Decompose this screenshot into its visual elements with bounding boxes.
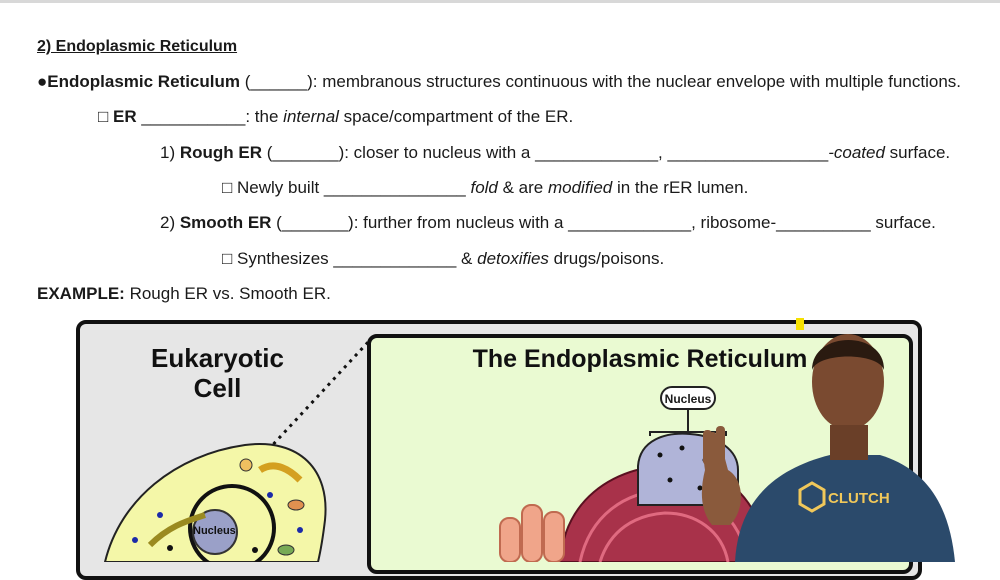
shirt-logo-text: CLUTCH — [828, 490, 890, 507]
mitochondrion — [287, 499, 305, 511]
blank: _____________ — [333, 249, 457, 268]
text: drugs/poisons. — [548, 249, 665, 268]
presenter-hair — [812, 340, 885, 370]
eukaryotic-cell-illustration — [103, 443, 327, 562]
blank: (_______) — [262, 143, 345, 162]
checkbox-glyph: □ — [222, 249, 237, 268]
emphasis-coated: -coated — [828, 143, 885, 162]
golgi — [258, 462, 303, 483]
ribosome-dot — [252, 547, 258, 553]
example-text: Rough ER vs. Smooth ER. — [124, 284, 331, 303]
section-title: 2) Endoplasmic Reticulum — [37, 38, 238, 55]
text: surface. — [870, 213, 936, 232]
notes-line-smooth-er-sub: □ Synthesizes _____________ & detoxifies… — [222, 249, 664, 269]
blank: (______) — [239, 72, 313, 91]
example-label: EXAMPLE: — [37, 284, 125, 303]
ribosome-dot — [267, 492, 273, 498]
presenter-neck — [830, 425, 868, 460]
bullet: ● — [37, 72, 48, 91]
text: , ribosome- — [691, 213, 777, 232]
text: : further from nucleus with a — [353, 213, 569, 232]
presenter-shirt — [735, 455, 955, 562]
text: surface. — [884, 143, 951, 162]
smooth-er-tubules — [499, 504, 565, 562]
blank: __________ — [776, 213, 871, 232]
blank: _____________ — [535, 143, 659, 162]
text: space/compartment of the ER. — [338, 107, 574, 126]
term-endoplasmic-reticulum: Endoplasmic Reticulum — [47, 72, 240, 91]
eukaryotic-cell-title: Eukaryotic Cell — [130, 343, 305, 403]
ribosome-dot — [157, 512, 163, 518]
blank: (_______) — [271, 213, 354, 232]
emphasis-internal: internal — [283, 107, 339, 126]
notes-line-er-lumen: □ ER ___________: the internal space/com… — [98, 107, 573, 127]
text: Synthesizes — [237, 249, 334, 268]
cell-er — [147, 512, 206, 548]
notes-line-rough-er-sub: □ Newly built _______________ fold & are… — [222, 178, 748, 198]
list-number: 1) — [160, 143, 180, 162]
blank: _____________ — [568, 213, 692, 232]
checkbox-glyph: □ — [222, 178, 237, 197]
emphasis-detoxifies: detoxifies — [477, 249, 549, 268]
blank: ___________ — [136, 107, 246, 126]
text: Newly built — [237, 178, 324, 197]
text: : the — [245, 107, 284, 126]
text: : closer to nucleus with a — [344, 143, 536, 162]
nucleus-pill-label: Nucleus — [660, 386, 716, 410]
zoom-line-top — [266, 338, 372, 452]
text: , — [658, 143, 668, 162]
notes-line-rough-er: 1) Rough ER (_______): closer to nucleus… — [160, 143, 950, 163]
blank: _______________ — [323, 178, 466, 197]
title-line-2: Cell — [193, 373, 242, 403]
figure-artwork: CLUTCH Nucleus — [103, 318, 955, 562]
marker-highlight — [796, 318, 804, 330]
er-panel-title: The Endoplasmic Reticulum — [472, 345, 808, 373]
ribosome-dot — [167, 545, 173, 551]
presenter-video — [701, 318, 955, 562]
definition-text: : membranous structures continuous with … — [312, 72, 961, 91]
text: in the rER lumen. — [612, 178, 749, 197]
cell-nucleus-label: Nucleus — [193, 525, 236, 537]
list-number: 2) — [160, 213, 180, 232]
notes-line-smooth-er: 2) Smooth ER (_______): further from nuc… — [160, 213, 936, 233]
notes-line-er-definition: ●Endoplasmic Reticulum (______): membran… — [37, 72, 961, 92]
title-line-1: Eukaryotic — [151, 343, 284, 373]
checkbox-glyph: □ — [98, 107, 113, 126]
term-rough-er: Rough ER — [179, 143, 262, 162]
term-smooth-er: Smooth ER — [179, 213, 272, 232]
text: & are — [497, 178, 548, 197]
blank: _________________ — [667, 143, 829, 162]
vesicle — [239, 458, 253, 472]
ribosome-dot — [132, 537, 138, 543]
cell-nucleus — [192, 509, 238, 555]
clutch-logo-icon — [798, 481, 826, 513]
emphasis-modified: modified — [547, 178, 613, 197]
emphasis-fold: fold — [465, 178, 498, 197]
top-divider — [0, 0, 1000, 3]
term-er: ER — [113, 107, 137, 126]
chloroplast — [277, 544, 295, 556]
ribosome-dot — [297, 527, 303, 533]
example-line: EXAMPLE: Rough ER vs. Smooth ER. — [37, 284, 331, 304]
zoom-circle — [188, 484, 276, 562]
text: & — [456, 249, 478, 268]
nucleus-bracket — [649, 410, 727, 436]
